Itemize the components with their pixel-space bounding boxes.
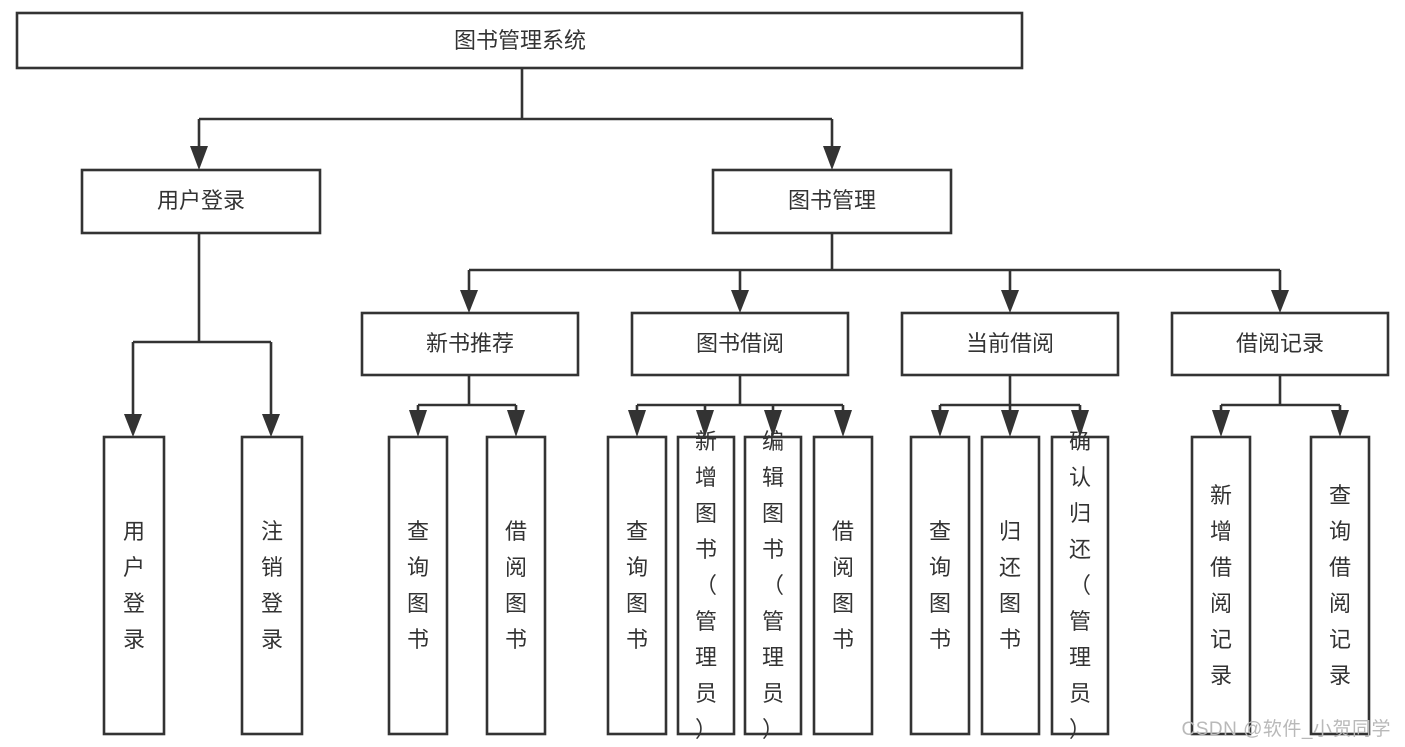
arrow-head-cb-leaf3 xyxy=(1071,410,1089,437)
connector-group-root xyxy=(190,68,841,170)
leaf-book-borrow-edit[interactable]: 编辑图书（管理员） xyxy=(743,429,803,742)
connector-group-book-manage xyxy=(460,233,1289,313)
arrow-head-nb-leaf1 xyxy=(409,410,427,437)
arrow-head-bb-leaf2 xyxy=(696,410,714,437)
leaf-current-borrow-query-box[interactable] xyxy=(909,435,971,736)
arrow-head-cb-leaf2 xyxy=(1001,410,1019,437)
leaf-current-borrow-return-box[interactable] xyxy=(980,435,1041,736)
node-current-borrow[interactable]: 当前借阅 xyxy=(900,311,1120,377)
leaf-book-borrow-edit-box[interactable] xyxy=(743,435,803,736)
arrow-head-book-borrow xyxy=(731,290,749,313)
node-borrow-record[interactable]: 借阅记录 xyxy=(1170,311,1390,377)
leaf-current-borrow-query-label: 查询图书 xyxy=(929,519,951,652)
leaf-new-book-query[interactable]: 查询图书 xyxy=(387,435,449,736)
leaf-current-borrow-confirm-label: 确认归还（管理员） xyxy=(1069,429,1091,742)
leaf-current-borrow-confirm[interactable]: 确认归还（管理员） xyxy=(1050,429,1110,742)
leaf-user-login-login[interactable]: 用户登录 xyxy=(102,435,166,736)
arrow-head-nb-leaf2 xyxy=(507,410,525,437)
leaf-book-borrow-add[interactable]: 新增图书（管理员） xyxy=(676,429,736,742)
leaf-borrow-record-add[interactable]: 新增借阅记录 xyxy=(1190,435,1252,736)
node-new-book-recommend-label: 新书推荐 xyxy=(426,331,514,356)
leaf-book-borrow-borrow[interactable]: 借阅图书 xyxy=(812,435,874,736)
node-book-borrow-label: 图书借阅 xyxy=(696,331,784,356)
leaf-book-borrow-edit-label: 编辑图书（管理员） xyxy=(762,429,784,742)
node-root-box[interactable] xyxy=(15,11,1024,70)
connector-group-user-login-leaves xyxy=(124,233,280,437)
leaf-current-borrow-return-label: 归还图书 xyxy=(999,519,1021,652)
arrow-head-bb-leaf1 xyxy=(628,410,646,437)
connector-group-borrow-record-leaves xyxy=(1212,375,1349,437)
arrow-head-borrow-record xyxy=(1271,290,1289,313)
node-book-manage-label: 图书管理 xyxy=(788,188,876,213)
node-book-manage[interactable]: 图书管理 xyxy=(711,168,953,235)
node-root-label: 图书管理系统 xyxy=(454,28,586,53)
leaf-borrow-record-query-label: 查询借阅记录 xyxy=(1329,483,1351,688)
leaf-borrow-record-add-label: 新增借阅记录 xyxy=(1210,483,1232,688)
arrow-head-bb-leaf4 xyxy=(834,410,852,437)
leaf-book-borrow-query-label: 查询图书 xyxy=(626,519,648,652)
node-book-borrow-box[interactable] xyxy=(630,311,850,377)
leaf-borrow-record-query-box[interactable] xyxy=(1309,435,1371,736)
arrow-head-ul-leaf2 xyxy=(262,414,280,437)
node-user-login-box[interactable] xyxy=(80,168,322,235)
leaf-user-login-logout-label: 注销登录 xyxy=(261,519,283,652)
connector-group-book-borrow-leaves xyxy=(628,375,852,437)
node-root[interactable]: 图书管理系统 xyxy=(15,11,1024,70)
leaf-user-login-login-box[interactable] xyxy=(102,435,166,736)
arrow-head-book-manage xyxy=(823,146,841,170)
leaf-user-login-logout-box[interactable] xyxy=(240,435,304,736)
leaf-book-borrow-query[interactable]: 查询图书 xyxy=(606,435,668,736)
arrow-head-cb-leaf1 xyxy=(931,410,949,437)
node-book-borrow[interactable]: 图书借阅 xyxy=(630,311,850,377)
arrow-head-new-book xyxy=(460,290,478,313)
leaf-book-borrow-query-box[interactable] xyxy=(606,435,668,736)
leaf-current-borrow-return[interactable]: 归还图书 xyxy=(980,435,1041,736)
arrow-head-current-borrow xyxy=(1001,290,1019,313)
leaf-new-book-borrow-box[interactable] xyxy=(485,435,547,736)
node-user-login[interactable]: 用户登录 xyxy=(80,168,322,235)
node-current-borrow-box[interactable] xyxy=(900,311,1120,377)
leaf-book-borrow-borrow-box[interactable] xyxy=(812,435,874,736)
node-new-book-recommend-box[interactable] xyxy=(360,311,580,377)
leaf-new-book-query-box[interactable] xyxy=(387,435,449,736)
arrow-head-ul-leaf1 xyxy=(124,414,142,437)
connector-group-new-book-leaves xyxy=(409,375,525,437)
node-book-manage-box[interactable] xyxy=(711,168,953,235)
node-borrow-record-label: 借阅记录 xyxy=(1236,331,1324,356)
leaf-book-borrow-add-label: 新增图书（管理员） xyxy=(695,429,717,742)
leaf-new-book-borrow[interactable]: 借阅图书 xyxy=(485,435,547,736)
leaf-book-borrow-borrow-label: 借阅图书 xyxy=(832,519,854,652)
leaf-borrow-record-query[interactable]: 查询借阅记录 xyxy=(1309,435,1371,736)
arrow-head-user-login xyxy=(190,146,208,170)
leaf-new-book-borrow-label: 借阅图书 xyxy=(505,519,527,652)
leaf-new-book-query-label: 查询图书 xyxy=(407,519,429,652)
node-borrow-record-box[interactable] xyxy=(1170,311,1390,377)
arrow-head-br-leaf1 xyxy=(1212,410,1230,437)
connector-group-current-borrow-leaves xyxy=(931,375,1089,437)
leaf-user-login-logout[interactable]: 注销登录 xyxy=(240,435,304,736)
leaf-current-borrow-confirm-box[interactable] xyxy=(1050,435,1110,736)
arrow-head-bb-leaf3 xyxy=(764,410,782,437)
node-current-borrow-label: 当前借阅 xyxy=(966,331,1054,356)
node-new-book-recommend[interactable]: 新书推荐 xyxy=(360,311,580,377)
leaf-book-borrow-add-box[interactable] xyxy=(676,435,736,736)
arrow-head-br-leaf2 xyxy=(1331,410,1349,437)
leaf-borrow-record-add-box[interactable] xyxy=(1190,435,1252,736)
node-user-login-label: 用户登录 xyxy=(157,188,245,213)
leaf-current-borrow-query[interactable]: 查询图书 xyxy=(909,435,971,736)
leaf-user-login-login-label: 用户登录 xyxy=(123,519,145,652)
